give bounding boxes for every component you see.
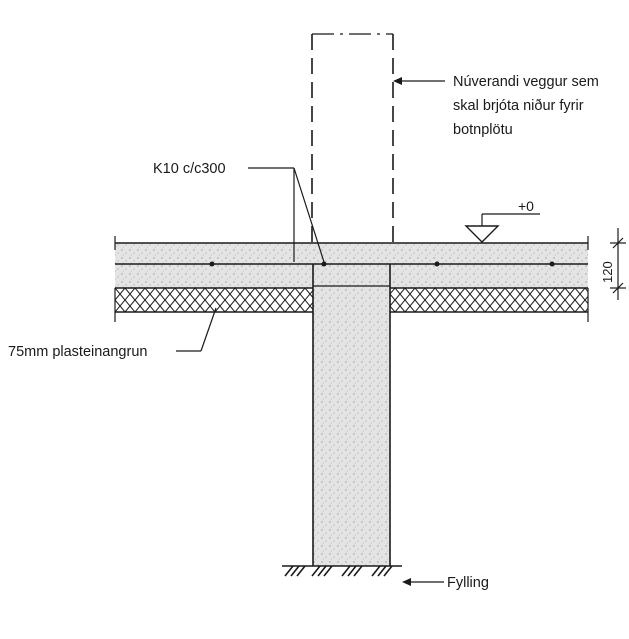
rebar-dots <box>209 261 555 267</box>
dimension-120-label: 120 <box>600 261 615 283</box>
existing-wall <box>311 33 394 262</box>
existing-wall-note-1: Núverandi veggur sem <box>453 74 599 90</box>
insulation-label: 75mm plasteinangrun <box>8 344 147 360</box>
dimension-120 <box>610 228 626 300</box>
insulation-leader <box>176 307 217 352</box>
level-marker <box>464 213 540 243</box>
fill-leader <box>402 578 444 586</box>
fill-label: Fylling <box>447 575 489 591</box>
floor-slab <box>114 236 589 289</box>
existing-wall-note-2: skal brjóta niður fyrir <box>453 98 584 114</box>
rebar-leader <box>248 167 325 263</box>
rebar-label: K10 c/c300 <box>153 161 226 177</box>
existing-wall-note-3: botnplötu <box>453 122 513 138</box>
foundation-wall <box>312 264 391 566</box>
existing-wall-leader <box>393 77 445 85</box>
insulation-layer <box>114 288 589 322</box>
ground-hatch <box>282 565 402 577</box>
level-label: +0 <box>518 198 534 214</box>
